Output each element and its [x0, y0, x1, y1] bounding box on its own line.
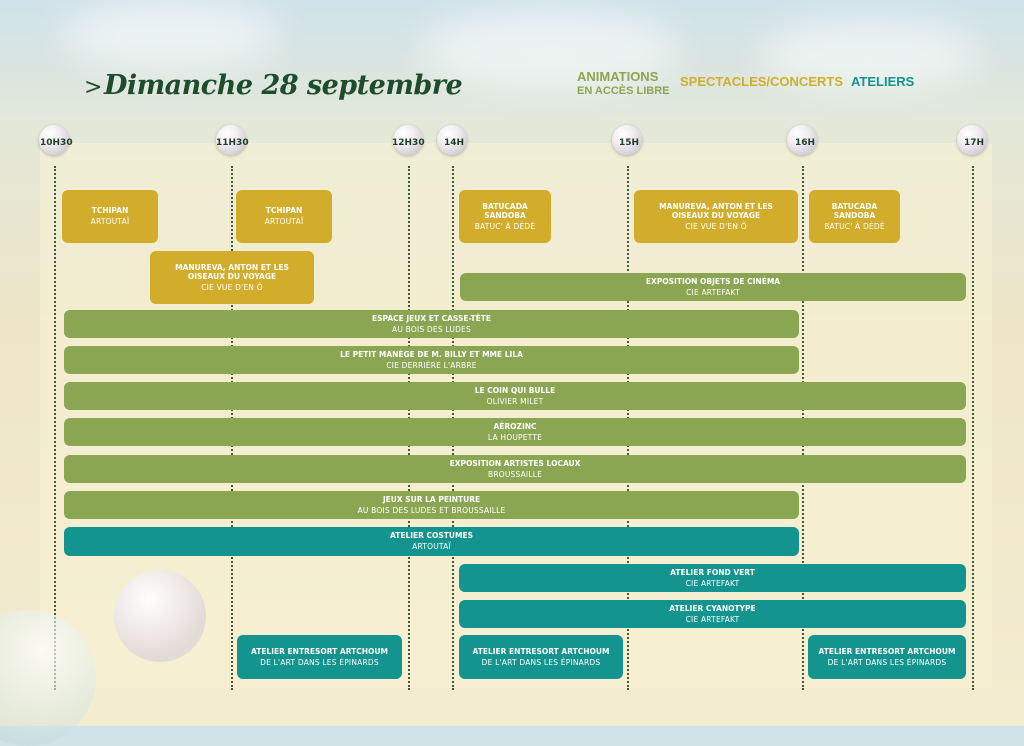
- time-label: 14H: [444, 138, 465, 148]
- event-batucada-sandoba[interactable]: BATUCADA SANDOBA BATUC' À DÉDÉ: [459, 190, 551, 243]
- legend-ateliers-label: ATELIERS: [851, 74, 915, 89]
- event-atelier-fond-vert[interactable]: ATELIER FOND VERT CIE ARTEFAKT: [459, 564, 966, 592]
- event-manureva[interactable]: MANUREVA, ANTON ET LES OISEAUX DU VOYAGE…: [634, 190, 798, 243]
- event-title: BATUCADA SANDOBA: [831, 201, 878, 220]
- event-title: EXPOSITION ARTISTES LOCAUX: [449, 458, 581, 468]
- event-company: CIE VUE D'EN Ô: [201, 282, 263, 292]
- event-company: DE L'ART DANS LES ÉPINARDS: [481, 657, 601, 667]
- event-company: AU BOIS DES LUDES ET BROUSSAILLE: [357, 505, 506, 515]
- legend-animations: ANIMATIONS EN ACCÈS LIBRE: [577, 70, 670, 98]
- event-batucada-sandoba[interactable]: BATUCADA SANDOBA BATUC' À DÉDÉ: [809, 190, 900, 243]
- event-title: ATELIER ENTRESORT ARTCHOUM: [818, 646, 956, 656]
- event-title: ATELIER CYANOTYPE: [669, 603, 756, 613]
- event-jeux-sur-la-peinture[interactable]: JEUX SUR LA PEINTURE AU BOIS DES LUDES E…: [64, 491, 799, 519]
- event-title: AÉROZINC: [493, 421, 537, 431]
- event-company: AU BOIS DES LUDES: [392, 324, 471, 334]
- event-tchipan[interactable]: TCHIPAN ARTOUTAÏ: [62, 190, 158, 243]
- event-company: ARTOUTAÏ: [412, 542, 451, 551]
- legend-animations-line1: ANIMATIONS: [577, 69, 659, 84]
- event-exposition-objets-cinema[interactable]: EXPOSITION OBJETS DE CINÉMA CIE ARTEFAKT: [460, 273, 966, 301]
- time-gridline: [54, 166, 56, 690]
- cloud-decoration: [760, 20, 980, 90]
- title-text: Dimanche 28 septembre: [103, 70, 463, 101]
- time-label: 11H30: [216, 138, 249, 148]
- legend-spectacles: SPECTACLES/CONCERTS: [680, 75, 843, 89]
- time-label: 16H: [795, 138, 816, 148]
- event-company: DE L'ART DANS LES ÉPINARDS: [260, 657, 379, 667]
- event-company: BATUC' À DÉDÉ: [824, 221, 885, 231]
- event-title: TCHIPAN: [265, 206, 303, 215]
- event-exposition-artistes-locaux[interactable]: EXPOSITION ARTISTES LOCAUX BROUSSAILLE: [64, 455, 966, 483]
- time-label: 15H: [619, 138, 640, 148]
- event-company: LA HOUPETTE: [487, 432, 543, 442]
- time-label: 10H30: [40, 138, 73, 148]
- event-aerozinc[interactable]: AÉROZINC LA HOUPETTE: [64, 418, 966, 446]
- time-gridline: [972, 166, 974, 690]
- pearl-marker: [787, 125, 817, 155]
- event-company: ARTOUTAÏ: [90, 217, 130, 226]
- pearl-marker: [216, 125, 246, 155]
- event-company: CIE ARTEFAKT: [685, 578, 740, 588]
- time-label: 17H: [964, 138, 985, 148]
- pearl-marker: [437, 125, 467, 155]
- event-company: CIE ARTEFAKT: [685, 614, 740, 624]
- event-title: MANUREVA, ANTON ET LES OISEAUX DU VOYAGE: [175, 262, 289, 281]
- event-title: BATUCADA SANDOBA: [482, 201, 528, 220]
- legend-animations-line2: EN ACCÈS LIBRE: [577, 85, 670, 97]
- page-title: >Dimanche 28 septembre: [84, 70, 463, 101]
- event-title: ESPACE JEUX ET CASSE-TÊTE: [371, 313, 491, 323]
- event-title: ATELIER ENTRESORT ARTCHOUM: [251, 646, 388, 656]
- event-atelier-cyanotype[interactable]: ATELIER CYANOTYPE CIE ARTEFAKT: [459, 600, 966, 628]
- pearl-marker: [393, 125, 423, 155]
- event-company: CIE DERRIÈRE L'ARBRE: [386, 360, 477, 370]
- event-title: LE COIN QUI BULLE: [474, 385, 556, 395]
- event-company: CIE VUE D'EN Ô: [685, 221, 747, 231]
- event-company: CIE ARTEFAKT: [686, 287, 740, 297]
- event-atelier-entresort-artchoum[interactable]: ATELIER ENTRESORT ARTCHOUM DE L'ART DANS…: [459, 635, 623, 679]
- event-coin-qui-bulle[interactable]: LE COIN QUI BULLE OLIVIER MILET: [64, 382, 966, 410]
- event-company: ARTOUTAÏ: [264, 217, 304, 226]
- title-chevron: >: [84, 75, 102, 100]
- event-title: EXPOSITION OBJETS DE CINÉMA: [645, 276, 781, 286]
- event-title: JEUX SUR LA PEINTURE: [382, 494, 481, 504]
- legend-ateliers: ATELIERS: [851, 75, 914, 89]
- event-atelier-entresort-artchoum[interactable]: ATELIER ENTRESORT ARTCHOUM DE L'ART DANS…: [237, 635, 402, 679]
- bubble-decoration: [114, 570, 206, 662]
- event-title: MANUREVA, ANTON ET LES OISEAUX DU VOYAGE: [659, 201, 773, 220]
- event-company: OLIVIER MILET: [486, 396, 544, 406]
- legend-spectacles-label: SPECTACLES/CONCERTS: [680, 74, 843, 89]
- pearl-marker: [957, 125, 987, 155]
- event-espace-jeux[interactable]: ESPACE JEUX ET CASSE-TÊTE AU BOIS DES LU…: [64, 310, 799, 338]
- event-atelier-costumes[interactable]: ATELIER COSTUMES ARTOUTAÏ: [64, 527, 799, 556]
- event-title: ATELIER FOND VERT: [670, 567, 755, 577]
- event-company: BROUSSAILLE: [487, 469, 543, 479]
- event-tchipan[interactable]: TCHIPAN ARTOUTAÏ: [236, 190, 332, 243]
- event-company: DE L'ART DANS LES ÉPINARDS: [827, 657, 947, 667]
- event-title: LE PETIT MANÈGE DE M. BILLY ET MME LILA: [340, 349, 523, 359]
- event-title: ATELIER COSTUMES: [389, 531, 474, 540]
- cloud-decoration: [60, 0, 280, 70]
- event-atelier-entresort-artchoum[interactable]: ATELIER ENTRESORT ARTCHOUM DE L'ART DANS…: [808, 635, 966, 679]
- pearl-marker: [39, 125, 69, 155]
- event-company: BATUC' À DÉDÉ: [474, 221, 536, 231]
- event-manureva[interactable]: MANUREVA, ANTON ET LES OISEAUX DU VOYAGE…: [150, 251, 314, 304]
- cloud-decoration: [420, 10, 680, 90]
- event-title: ATELIER ENTRESORT ARTCHOUM: [472, 646, 610, 656]
- pearl-marker: [612, 125, 642, 155]
- event-petit-manege[interactable]: LE PETIT MANÈGE DE M. BILLY ET MME LILA …: [64, 346, 799, 374]
- event-title: TCHIPAN: [91, 206, 129, 215]
- time-label: 12H30: [392, 138, 425, 148]
